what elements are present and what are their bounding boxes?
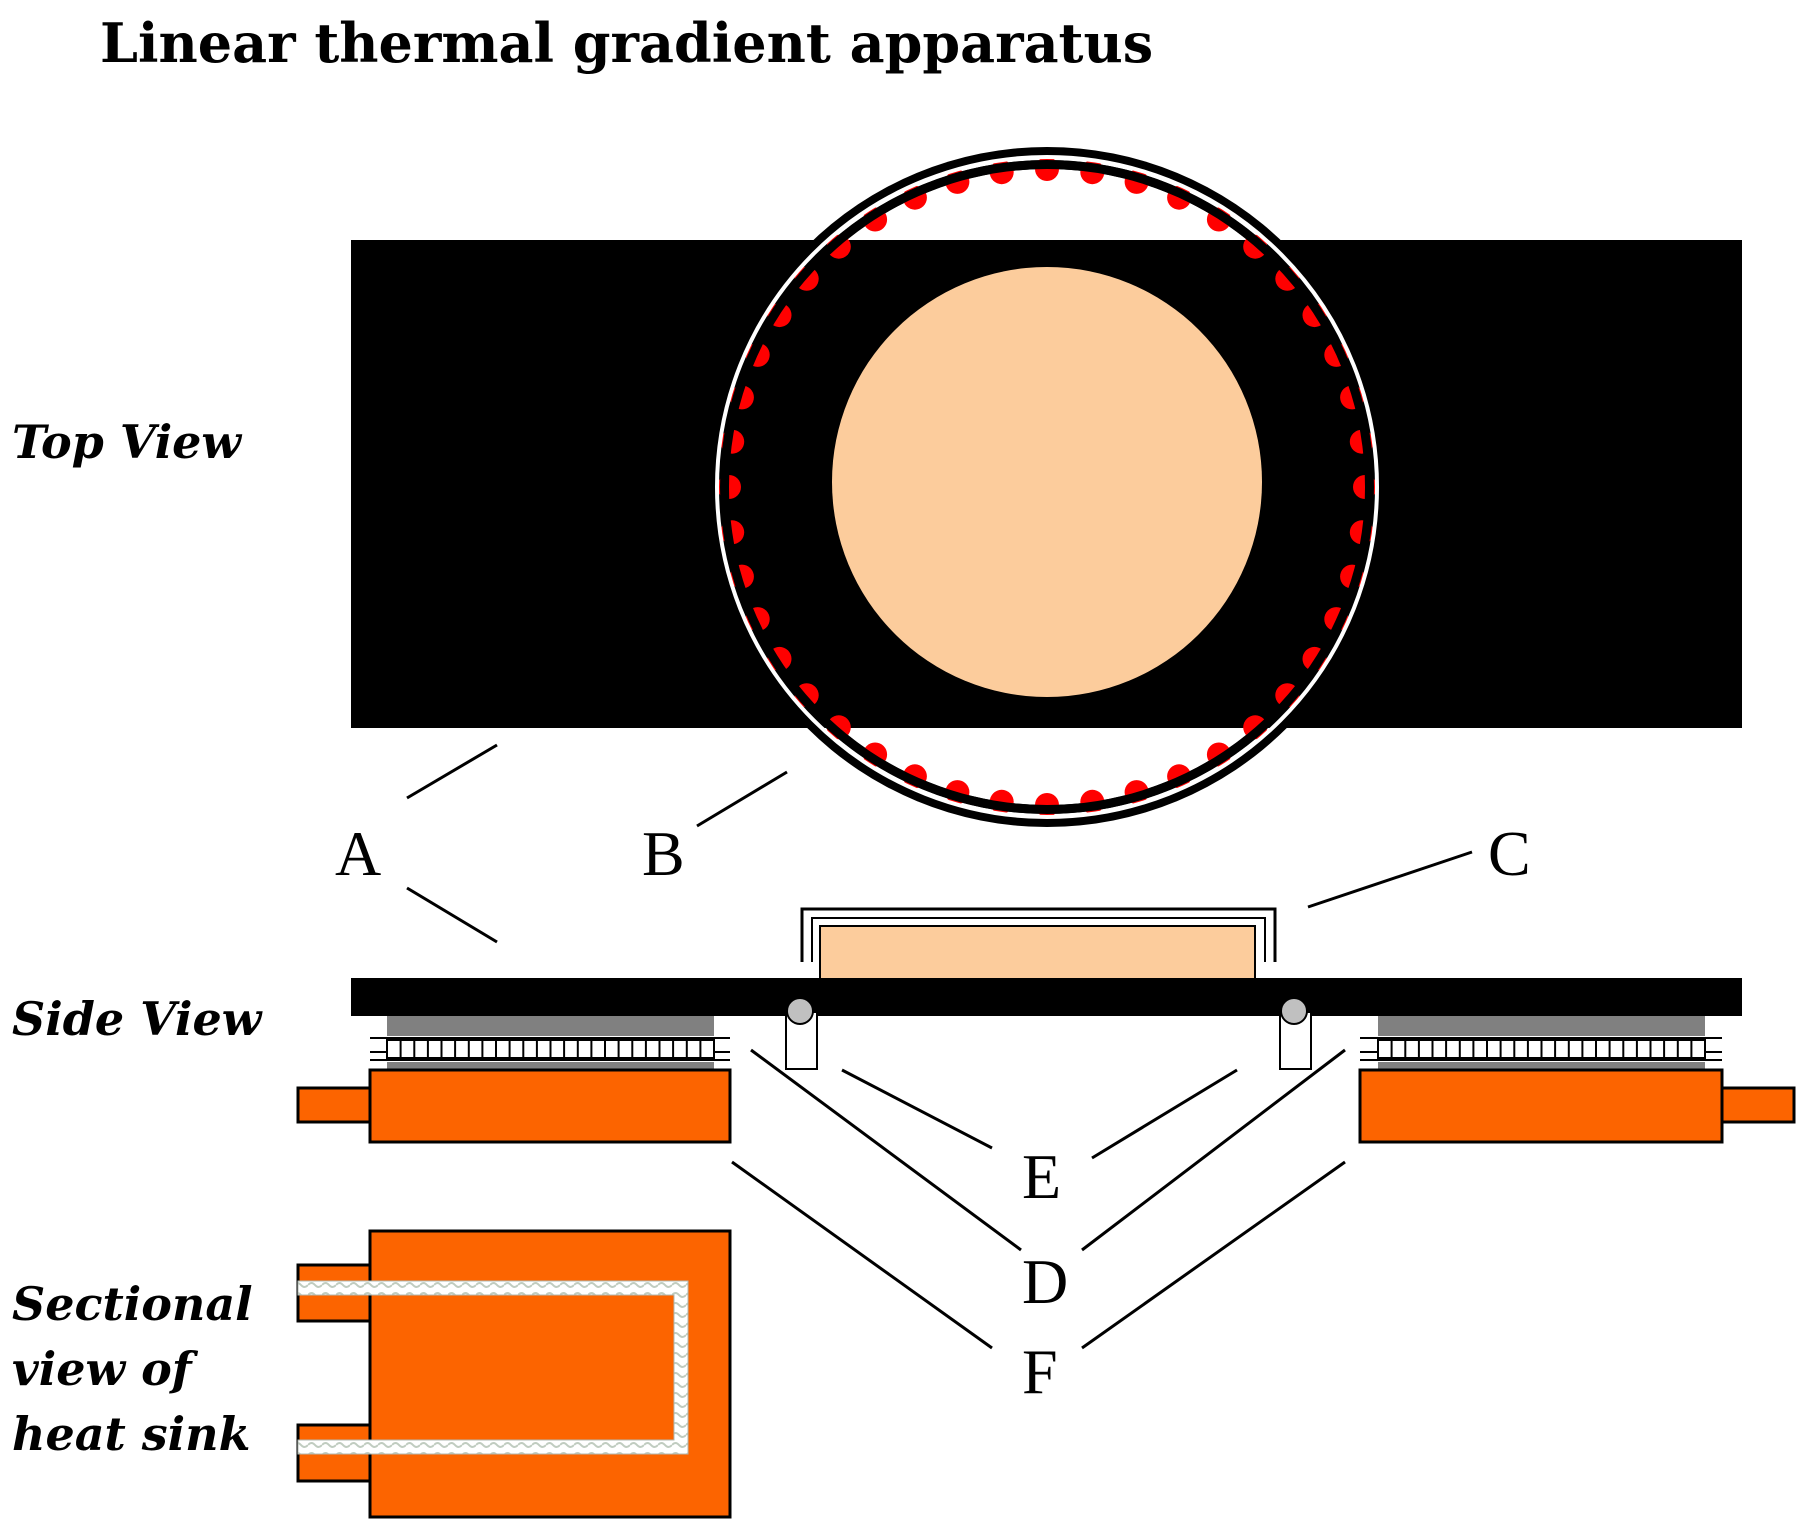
sample-disc-top: [832, 267, 1262, 697]
ring-band-overlay: [720, 160, 1374, 814]
ring-gap-overlay: [715, 155, 1379, 819]
coolant-channel: [297, 1280, 689, 1455]
heat-sink-left-port: [296, 1086, 372, 1124]
spacer-left-bottom: [387, 1062, 714, 1070]
heat-sink-left: [368, 1068, 732, 1144]
leader-b: [696, 770, 788, 828]
leader-e-left: [841, 1068, 993, 1150]
sectional-view: [296, 1229, 732, 1519]
leader-d-left: [750, 1048, 1022, 1252]
heat-sink-section-body: [368, 1229, 732, 1519]
leader-f-right: [1081, 1160, 1346, 1350]
callout-lines: [406, 743, 1473, 1350]
cover-lid-inner: [811, 917, 1266, 962]
peltier-cells-right: [1390, 1040, 1693, 1058]
leader-e-right: [1091, 1068, 1238, 1160]
cover-lid: [800, 907, 1277, 962]
heat-sink-right-port: [1720, 1086, 1796, 1124]
sectional-view-label-line-2: view of: [12, 1342, 199, 1396]
heat-sink-right: [1358, 1068, 1724, 1144]
leader-a-top: [406, 743, 498, 800]
spacer-right-bottom: [1378, 1062, 1705, 1070]
callout-e: E: [1022, 1141, 1061, 1212]
sectional-view-label-line-3: heat sink: [12, 1407, 250, 1461]
sectional-view-label-line-1: Sectional: [12, 1277, 253, 1331]
sample-slab: [819, 925, 1256, 982]
side-view-plate: [351, 978, 1742, 1016]
spacer-right-top: [1378, 1016, 1705, 1036]
callout-b: B: [642, 818, 685, 889]
support-ball-left: [786, 997, 814, 1025]
top-view: [351, 147, 1742, 827]
leader-f-left: [731, 1160, 993, 1350]
diagram-title: Linear thermal gradient apparatus: [100, 11, 1153, 75]
callout-f: F: [1022, 1336, 1058, 1407]
callout-c: C: [1488, 818, 1531, 889]
top-view-label: Top View: [12, 415, 242, 469]
leader-d-right: [1081, 1048, 1346, 1252]
support-ball-right: [1280, 997, 1308, 1025]
peltier-cells-left: [399, 1040, 702, 1058]
callout-a: A: [335, 818, 381, 889]
callout-d: D: [1022, 1246, 1068, 1317]
leader-c: [1307, 850, 1473, 909]
side-view: [296, 907, 1796, 1144]
leader-a-side: [406, 886, 498, 944]
spacer-left-top: [387, 1016, 714, 1036]
side-view-label: Side View: [12, 992, 263, 1046]
